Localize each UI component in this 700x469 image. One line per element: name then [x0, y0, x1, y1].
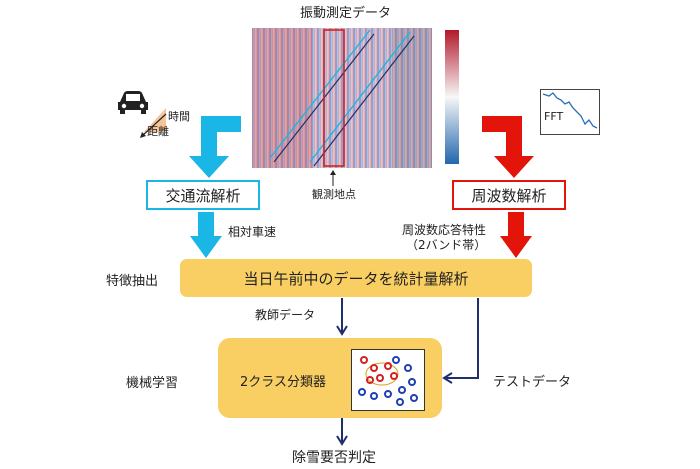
machine-learning-label: 機械学習	[126, 376, 179, 391]
classification-scatter-icon	[351, 349, 425, 411]
diagonal-trace-2	[309, 31, 411, 163]
snow-removal-judgment-label: 除雪要否判定	[292, 450, 376, 466]
test-data-label: テストデータ	[493, 375, 572, 390]
relative-speed-arrow	[190, 212, 222, 258]
car-icon	[118, 91, 148, 114]
traffic-flow-analysis-box: 交通流解析	[146, 180, 260, 210]
distance-label: 距離	[147, 125, 169, 138]
freq-response-label: 周波数応答特性	[402, 223, 487, 237]
observation-point-label: 観測地点	[312, 188, 356, 201]
fft-label: FFT	[544, 110, 564, 123]
observation-arrow	[330, 170, 336, 186]
time-distance-icon	[140, 108, 167, 138]
classifier-label: 2クラス分類器	[240, 375, 327, 390]
vibration-heatmap	[252, 28, 432, 168]
freq-response-arrow	[500, 212, 532, 258]
traffic-arrow	[189, 116, 241, 178]
colorbar	[445, 30, 459, 164]
frequency-analysis-box: 周波数解析	[452, 180, 566, 210]
freq-response-sub-label: （2バンド帯）	[406, 238, 487, 252]
teacher-data-arrow	[336, 298, 348, 336]
test-data-arrow	[442, 298, 479, 384]
statistical-analysis-box: 当日午前中のデータを統計量解析	[180, 259, 532, 297]
result-arrow	[336, 418, 348, 446]
fft-plot-icon	[540, 89, 600, 135]
diagonal-trace-1	[269, 29, 371, 159]
frequency-arrow	[482, 116, 534, 178]
time-label: 時間	[168, 110, 190, 123]
observation-window	[323, 29, 345, 167]
teacher-data-label: 教師データ	[255, 308, 316, 322]
diagram-title: 振動測定データ	[300, 6, 392, 21]
relative-speed-label: 相対車速	[228, 225, 277, 239]
feature-extraction-label: 特徴抽出	[106, 274, 159, 289]
